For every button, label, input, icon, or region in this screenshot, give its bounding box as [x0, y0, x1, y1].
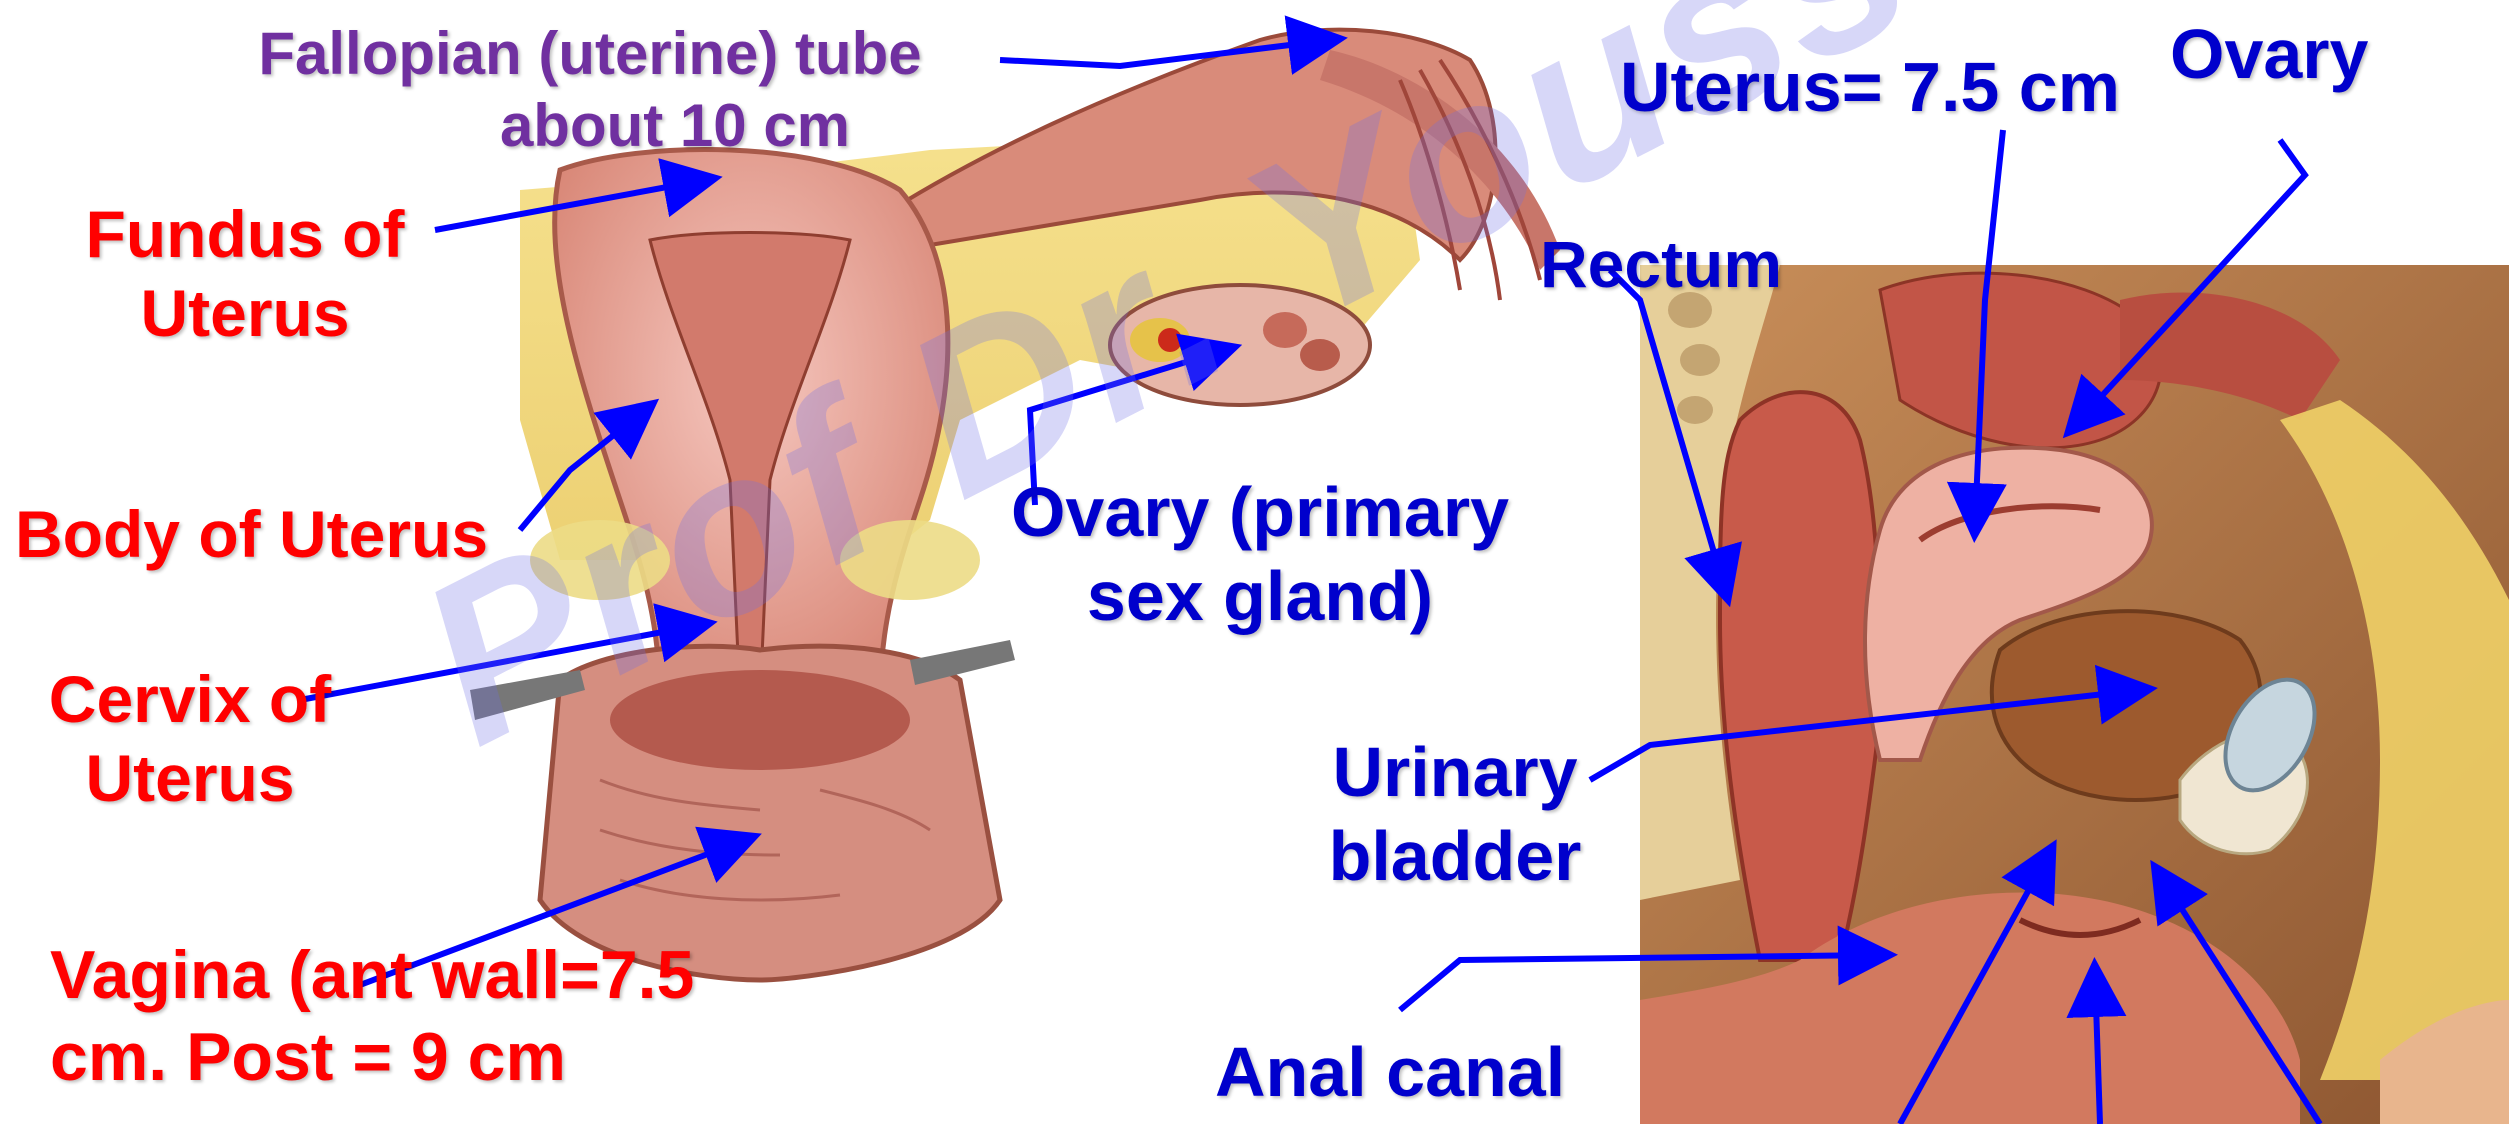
label-fundus-of-uterus: Fundus of Uterus: [55, 195, 435, 353]
label-ovary-primary-line2: sex gland): [980, 554, 1540, 638]
label-vagina: Vagina (ant wall=7.5 cm. Post = 9 cm: [50, 935, 694, 1098]
label-ovary: Ovary: [2170, 12, 2368, 96]
label-cervix-line1: Cervix of: [30, 660, 350, 739]
label-anal-canal: Anal canal: [1215, 1030, 1565, 1114]
label-fallopian-line2: about 10 cm: [210, 90, 970, 162]
label-ovary-primary-line1: Ovary (primary: [980, 470, 1540, 554]
label-uterus-size: Uterus= 7.5 cm: [1620, 45, 2120, 129]
label-fallopian-line1: Fallopian (uterine) tube: [210, 18, 970, 90]
label-vagina-line1: Vagina (ant wall=7.5: [50, 935, 694, 1017]
label-urinary-line1: Urinary: [1300, 730, 1610, 814]
label-fallopian-tube: Fallopian (uterine) tube about 10 cm: [210, 18, 970, 162]
label-vagina-line2: cm. Post = 9 cm: [50, 1017, 694, 1099]
label-body-of-uterus: Body of Uterus: [15, 495, 488, 574]
label-cervix-of-uterus: Cervix of Uterus: [30, 660, 350, 818]
label-rectum: Rectum: [1540, 225, 1782, 304]
label-ovary-primary-sex-gland: Ovary (primary sex gland): [980, 470, 1540, 638]
label-urinary-line2: bladder: [1300, 814, 1610, 898]
label-cervix-line2: Uterus: [30, 739, 350, 818]
label-urinary-bladder: Urinary bladder: [1300, 730, 1610, 898]
label-fundus-line1: Fundus of: [55, 195, 435, 274]
label-fundus-line2: Uterus: [55, 274, 435, 353]
